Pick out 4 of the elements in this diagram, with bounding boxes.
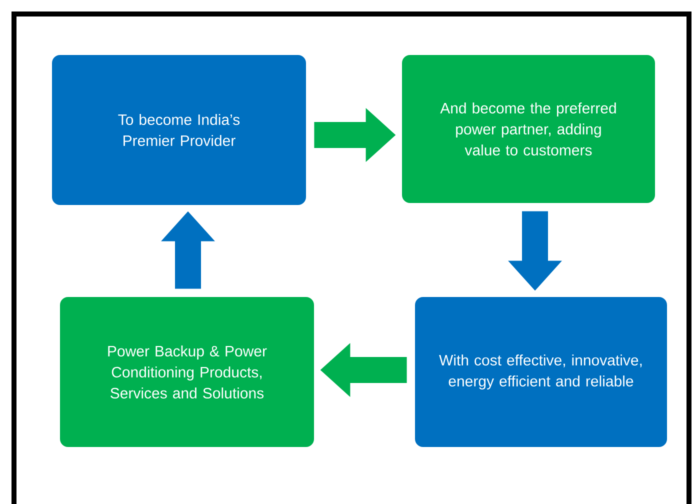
process-box: Power Backup & Power Conditioning Products, Services and Solutions bbox=[60, 297, 314, 447]
process-box: And become the preferred power partner, adding value to customers bbox=[402, 55, 655, 203]
process-box: With cost effective, innovative, energy efficient and reliable bbox=[415, 297, 667, 447]
process-box: To become India’s Premier Provider bbox=[52, 55, 306, 205]
